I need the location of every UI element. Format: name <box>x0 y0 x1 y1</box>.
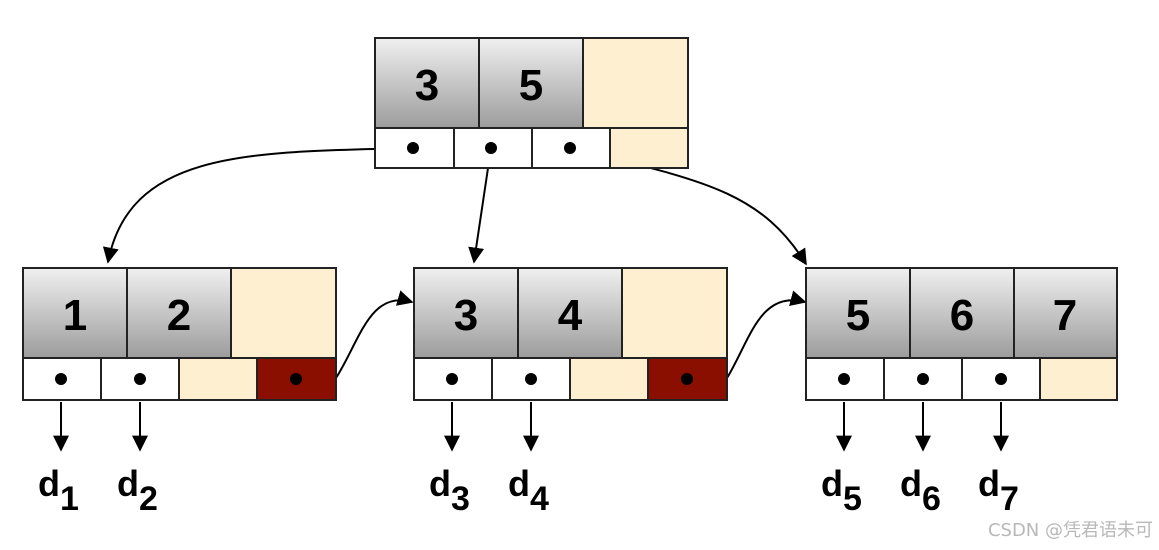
leaf-1-link-dot <box>290 373 302 385</box>
root-key-2: 5 <box>519 61 543 110</box>
root-key-cell-1 <box>374 37 480 129</box>
watermark-text: CSDN @凭君语未可 <box>987 520 1153 541</box>
root-key-cell-empty <box>582 37 689 129</box>
leaf-1-pointer-dot-2 <box>134 373 146 385</box>
data-label-d5: d5 <box>821 463 862 518</box>
leaf-1-key-cell-empty <box>230 267 337 359</box>
root-pointer-dot-3 <box>564 142 576 154</box>
leaf-3-key-3: 7 <box>1053 291 1077 340</box>
leaf-2-key-2: 4 <box>558 291 583 340</box>
leaf-3-pointer-dot-2 <box>917 373 929 385</box>
leaf-1-key-cell-2 <box>126 267 232 359</box>
leaf-2-key-cell-empty <box>621 267 728 359</box>
data-label-d2: d2 <box>117 463 158 518</box>
root-pointer-dot-2 <box>485 142 497 154</box>
leaf-3-key-cell-2 <box>909 267 1015 359</box>
root-key-cell-2 <box>478 37 584 129</box>
data-label-d7: d7 <box>978 463 1019 518</box>
leaf-node-2: 3 4 <box>413 267 728 401</box>
leaf-3-pointer-cell-empty <box>1039 357 1118 401</box>
root-pointer-dot-1 <box>407 142 419 154</box>
leaf-2-to-leaf-3-link-arrow <box>726 290 807 379</box>
leaf-3-pointer-dot-1 <box>838 373 850 385</box>
leaf-3-key-cell-1 <box>805 267 911 359</box>
leaf-2-link-dot <box>681 373 693 385</box>
root-key-1: 3 <box>415 61 439 110</box>
leaf-2-pointer-dot-1 <box>446 373 458 385</box>
root-to-leaf-1-arrow <box>102 147 414 264</box>
root-pointer-cell-empty <box>609 127 689 169</box>
root-node: 3 5 <box>374 37 689 169</box>
leaf-1-pointer-cell-empty <box>178 357 258 401</box>
data-record-labels: d1 d2 d3 d4 d5 d6 d7 <box>38 463 1019 518</box>
leaf-3-key-cell-3 <box>1013 267 1118 359</box>
data-label-d6: d6 <box>900 463 941 518</box>
leaf-3-key-2: 6 <box>950 291 974 340</box>
leaf-3-pointer-dot-3 <box>995 373 1007 385</box>
root-pointer-cell-1 <box>374 127 455 169</box>
leaf-2-pointer-dot-2 <box>525 373 537 385</box>
leaf-3-key-1: 5 <box>846 291 870 340</box>
data-label-d1: d1 <box>38 463 79 518</box>
data-label-d4: d4 <box>508 463 549 518</box>
leaf-1-pointer-dot-1 <box>55 373 67 385</box>
leaf-1-key-1: 1 <box>63 291 87 340</box>
leaf-node-3: 5 6 7 <box>805 267 1118 401</box>
leaf-2-key-cell-1 <box>413 267 519 359</box>
leaf-1-to-leaf-2-link-arrow <box>335 290 414 379</box>
data-label-d3: d3 <box>429 463 470 518</box>
leaf-2-pointer-cell-empty <box>569 357 649 401</box>
leaf-2-key-1: 3 <box>454 291 478 340</box>
leaf-1-key-2: 2 <box>167 291 191 340</box>
leaf-node-1: 1 2 <box>22 267 337 401</box>
leaf-2-next-link-cell <box>647 357 728 401</box>
